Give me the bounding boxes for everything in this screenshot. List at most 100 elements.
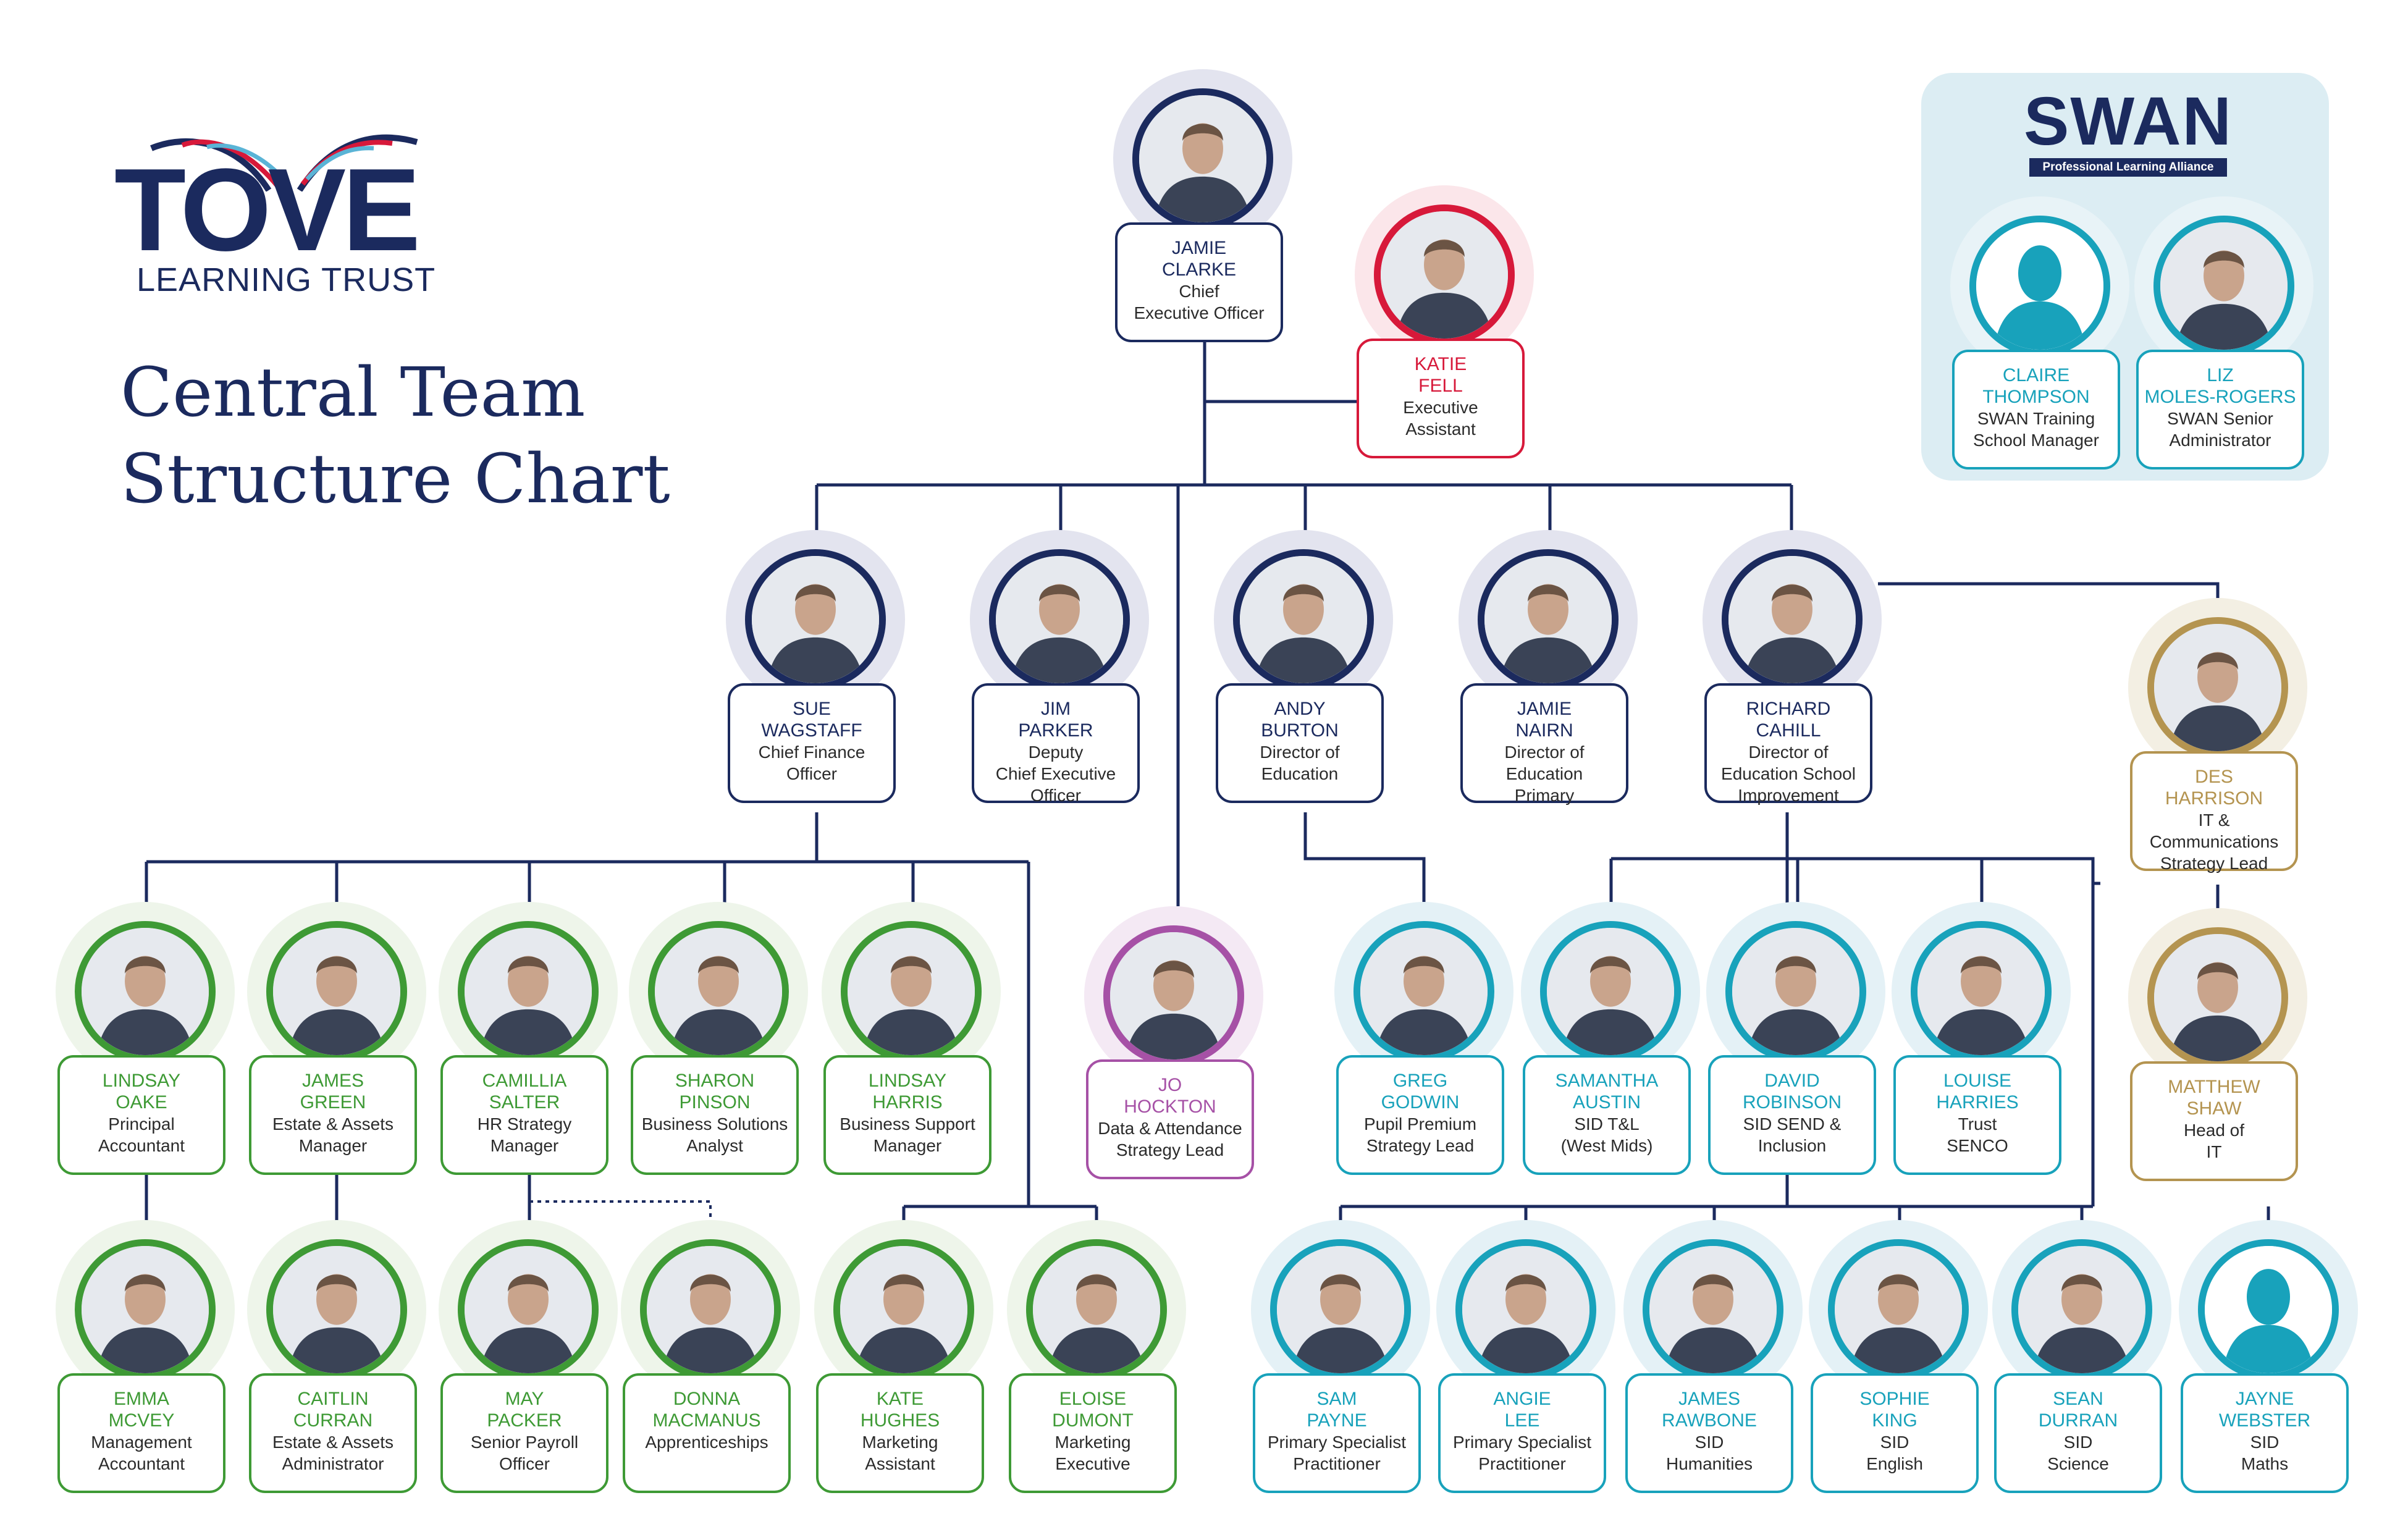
- person-role: Pupil Premium Strategy Lead: [1363, 1114, 1477, 1155]
- person-name: JO HOCKTON: [1124, 1075, 1216, 1117]
- person-photo-icon: [2154, 934, 2281, 1061]
- person-photo-icon: [1835, 1246, 1962, 1373]
- title-line-2: Structure Chart: [120, 439, 670, 518]
- person-photo-icon: [1360, 928, 1488, 1055]
- person-photo-icon: [2018, 1246, 2145, 1373]
- person-name: CAMILLIA SALTER: [482, 1071, 567, 1113]
- photo-frame: [1270, 1239, 1411, 1380]
- person-role: SID SEND & Inclusion: [1743, 1114, 1842, 1155]
- photo-frame: [833, 1239, 974, 1380]
- person-photo-icon: [1462, 1246, 1589, 1373]
- photo-frame: [2153, 216, 2294, 356]
- person-name: CAITLIN CURRAN: [293, 1389, 373, 1431]
- photo-frame: [2147, 927, 2288, 1068]
- person-role: Business Solutions Analyst: [641, 1114, 788, 1155]
- photo-frame: [2147, 617, 2288, 758]
- person-name: DONNA MACMANUS: [652, 1389, 761, 1431]
- person-name: KATE HUGHES: [860, 1389, 940, 1431]
- person-photo-icon: [2154, 624, 2281, 751]
- person-name: RICHARD CAHILL: [1746, 699, 1831, 741]
- person-role: SID English: [1866, 1433, 1923, 1473]
- person-role: SID T&L (West Mids): [1560, 1114, 1653, 1155]
- photo-frame: [1643, 1239, 1783, 1380]
- photo-frame: [2198, 1239, 2339, 1380]
- photo-frame: [75, 921, 216, 1062]
- photo-frame: [1374, 204, 1515, 345]
- photo-frame: [1233, 549, 1374, 690]
- photo-frame: [1725, 921, 1866, 1062]
- person-photo-icon: [82, 928, 209, 1055]
- photo-frame: [266, 1239, 407, 1380]
- person-photo-icon: [1381, 211, 1508, 339]
- person-role: Senior Payroll Officer: [470, 1433, 579, 1473]
- person-role: Apprenticeships: [645, 1433, 768, 1452]
- photo-frame: [1103, 925, 1244, 1066]
- person-role: Deputy Chief Executive Officer: [995, 743, 1116, 805]
- photo-frame: [1911, 921, 2052, 1062]
- person-role: Chief Executive Officer: [1134, 282, 1265, 322]
- person-role: Primary Specialist Practitioner: [1452, 1433, 1592, 1473]
- person-name: ANDY BURTON: [1261, 699, 1339, 741]
- person-photo-icon: [848, 928, 975, 1055]
- person-role: Data & Attendance Strategy Lead: [1098, 1119, 1242, 1160]
- person-role: Director of Education School Improvement: [1721, 743, 1856, 805]
- photo-frame: [1540, 921, 1681, 1062]
- person-photo-icon: [2160, 222, 2288, 350]
- person-photo-icon: [1110, 932, 1237, 1059]
- person-photo-icon: [1547, 928, 1674, 1055]
- silhouette-icon: [2205, 1246, 2332, 1373]
- person-photo-icon: [273, 928, 400, 1055]
- person-name: LIZ MOLES-ROGERS: [2144, 365, 2296, 407]
- photo-frame: [1132, 88, 1273, 229]
- person-name: SOPHIE KING: [1859, 1389, 1930, 1431]
- person-name: JAMIE NAIRN: [1515, 699, 1573, 741]
- person-name: JAMES RAWBONE: [1662, 1389, 1757, 1431]
- logo-wordmark: TOVE: [114, 145, 421, 276]
- person-photo-icon: [655, 928, 782, 1055]
- name-card: DONNA MACMANUS Apprenticeships: [623, 1373, 791, 1493]
- person-role: SID Maths: [2241, 1433, 2289, 1473]
- person-role: SWAN Senior Administrator: [2167, 409, 2273, 450]
- person-photo-icon: [1033, 1246, 1160, 1373]
- person-role: IT & Communications Strategy Lead: [2149, 810, 2279, 873]
- person-name: ELOISE DUMONT: [1052, 1389, 1134, 1431]
- person-photo-icon: [1484, 556, 1612, 683]
- person-photo-icon: [273, 1246, 400, 1373]
- person-photo-icon: [1918, 928, 2045, 1055]
- silhouette-icon: [1976, 222, 2103, 350]
- person-name: SEAN DURRAN: [2038, 1389, 2118, 1431]
- person-name: DES HARRISON: [2165, 767, 2263, 809]
- person-role: Estate & Assets Manager: [272, 1114, 394, 1155]
- person-role: SID Science: [2047, 1433, 2109, 1473]
- person-photo-icon: [840, 1246, 967, 1373]
- logo-wings-icon: [150, 134, 418, 192]
- person-photo-icon: [1732, 928, 1859, 1055]
- person-role: SID Humanities: [1665, 1433, 1753, 1473]
- person-name: GREG GODWIN: [1381, 1071, 1460, 1113]
- person-name: SAMANTHA AUSTIN: [1555, 1071, 1659, 1113]
- person-name: JIM PARKER: [1018, 699, 1093, 741]
- photo-frame: [2011, 1239, 2152, 1380]
- person-photo-icon: [465, 928, 592, 1055]
- person-photo-icon: [82, 1246, 209, 1373]
